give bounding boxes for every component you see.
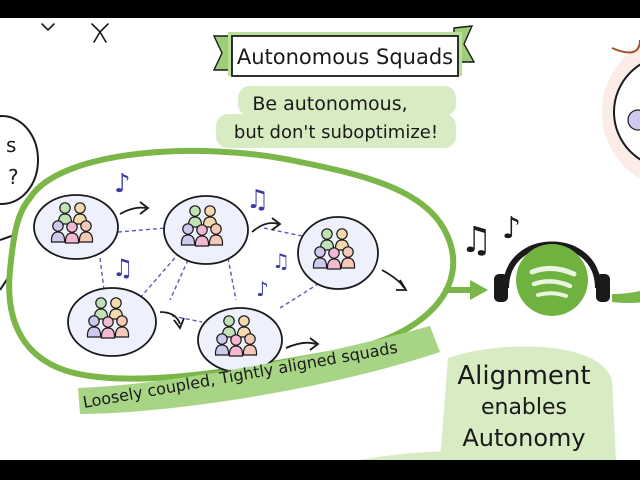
squad-icon <box>67 287 157 357</box>
arrow-icon <box>285 337 320 351</box>
title-banner: Autonomous Squads <box>212 25 476 77</box>
conclusion-line-3: Autonomy <box>462 424 585 452</box>
arrow-icon <box>159 311 185 330</box>
headphones-icon <box>494 241 640 316</box>
motto: Be autonomous, but don't suboptimize! <box>216 86 456 148</box>
music-note-icon: ♫ ♪ <box>460 211 521 261</box>
arrow-icon <box>381 269 408 291</box>
spotify-logo-icon <box>516 244 588 316</box>
arrow-icon <box>251 217 282 233</box>
music-note-icon: ♪ ♫ ♫ ♫ ♪ <box>112 169 290 301</box>
squad-connections <box>99 227 319 323</box>
stick-figures-partial <box>41 23 109 43</box>
music-note-icon: ♫ <box>272 249 290 273</box>
left-bubble-text-1: s <box>6 133 16 157</box>
motto-line-1: Be autonomous, <box>252 93 407 115</box>
left-bubble-text-2: ? <box>8 165 19 189</box>
squad-icon <box>163 195 249 265</box>
conclusion-line-1: Alignment <box>457 361 590 391</box>
music-note-icon: ♪ <box>114 169 131 199</box>
diagram-title: Autonomous Squads <box>237 45 453 69</box>
motto-line-2: but don't suboptimize! <box>234 122 438 143</box>
music-note-icon: ♪ <box>256 277 269 301</box>
music-note-icon: ♫ <box>460 220 492 261</box>
squad-icon <box>33 194 119 260</box>
conclusion-line-2: enables <box>481 395 567 420</box>
squad-icon <box>297 216 379 290</box>
music-note-icon: ♫ <box>246 185 269 215</box>
conclusion: Alignment enables Autonomy <box>360 346 616 460</box>
right-partial-circle <box>602 39 640 179</box>
music-note-icon: ♪ <box>502 211 521 246</box>
music-note-icon: ♫ <box>112 254 134 282</box>
arrow-icon <box>119 201 150 215</box>
